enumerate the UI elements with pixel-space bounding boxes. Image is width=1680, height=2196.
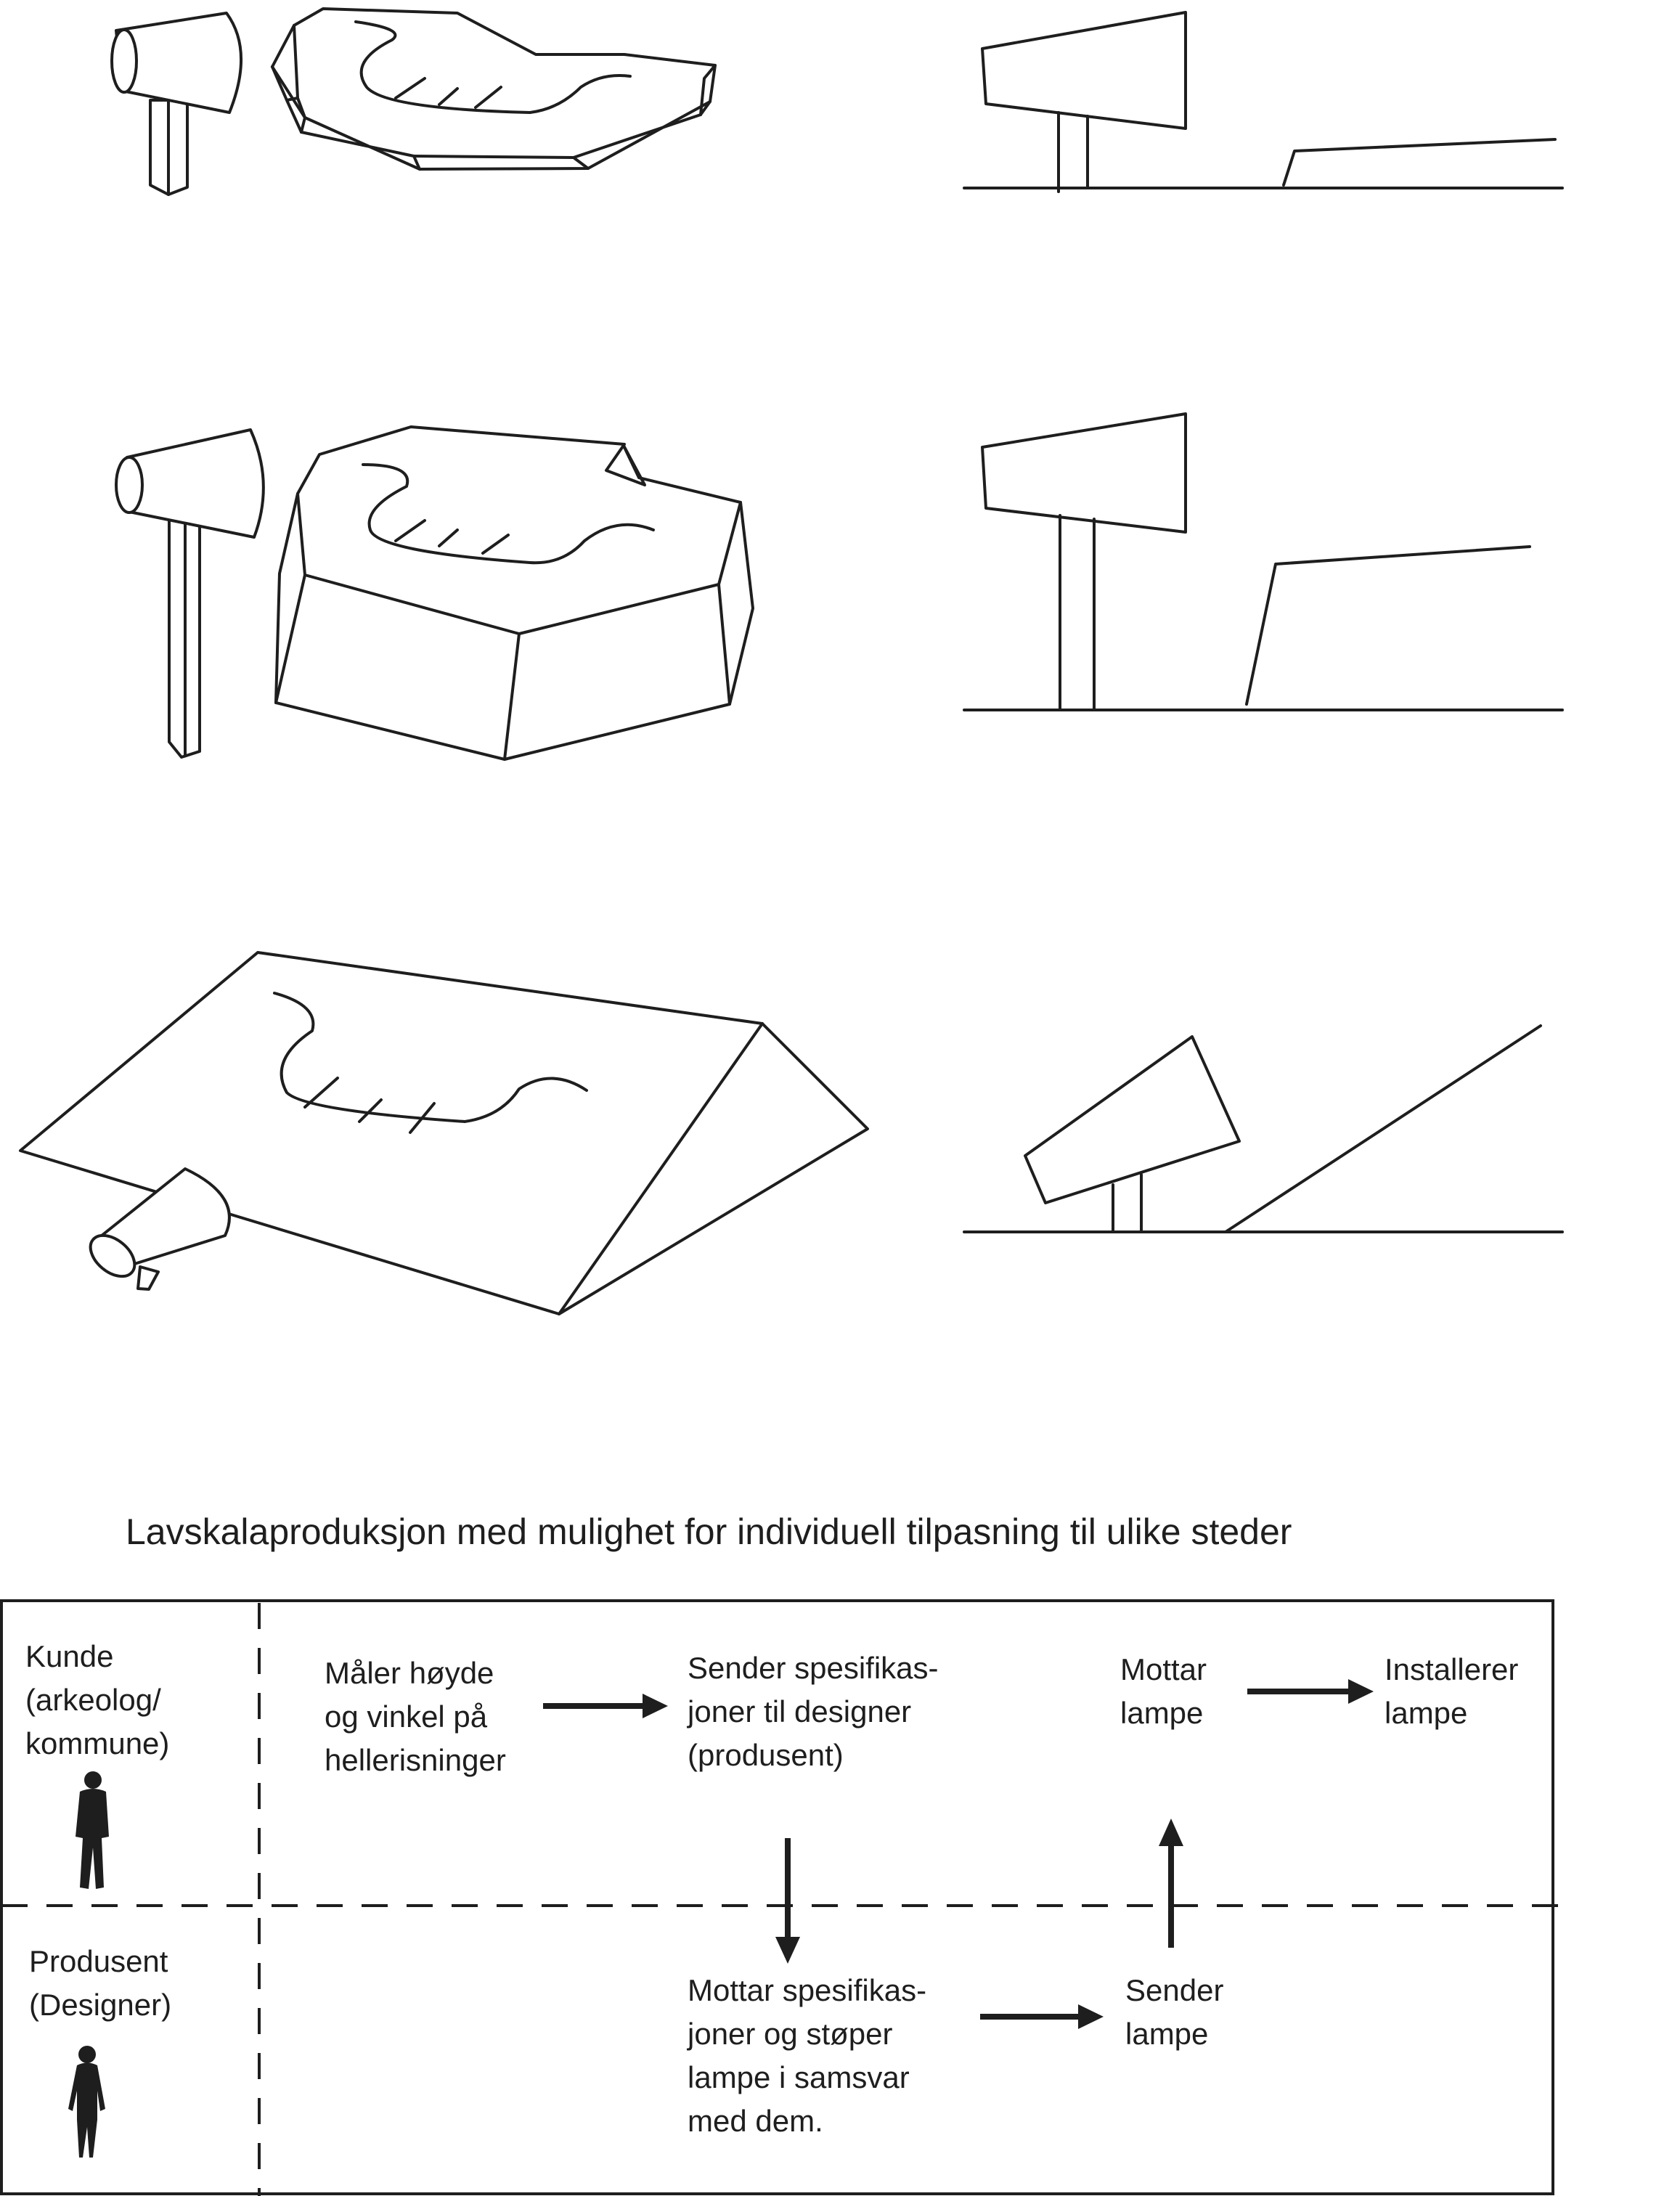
arrow-receive-specs-to-send-lamp xyxy=(980,2004,1104,2029)
step-measure: Måler høyde og vinkel på hellerisninger xyxy=(325,1656,506,1777)
lamp-icon xyxy=(115,428,265,759)
sloped-rock xyxy=(19,951,869,1315)
process-frame xyxy=(0,1599,1554,2195)
tall-rock-block xyxy=(274,425,754,761)
step-receive-specs-cast: Mottar spesifikas- joner og støper lampe… xyxy=(688,1973,927,2138)
lane-label-producer: Produsent (Designer) xyxy=(29,1944,172,2022)
lamp-icon xyxy=(89,1167,231,1291)
step-send-specs: Sender spesifikas- joner til designer (p… xyxy=(688,1651,939,1772)
arrow-send-specs-down xyxy=(775,1838,800,1964)
side-view-medium xyxy=(963,412,1564,711)
flat-rock-slab xyxy=(271,7,717,171)
diagram-title: Lavskalaproduksjon med mulighet for indi… xyxy=(126,1511,1292,1552)
lane-label-customer: Kunde (arkeolog/ kommune) xyxy=(25,1639,170,1760)
arrow-measure-to-send xyxy=(543,1694,668,1718)
producer-person-icon xyxy=(68,2046,105,2158)
arrow-receive-to-install xyxy=(1247,1679,1374,1704)
step-install-lamp: Installerer lampe xyxy=(1385,1652,1519,1730)
arrow-send-lamp-up xyxy=(1159,1819,1183,1948)
step-send-lamp: Sender lampe xyxy=(1125,1973,1224,2051)
customer-person-icon xyxy=(76,1771,109,1889)
side-view-steep xyxy=(963,1024,1564,1233)
side-view-low xyxy=(963,11,1564,193)
lamp-icon xyxy=(110,12,243,196)
step-receive-lamp: Mottar lampe xyxy=(1120,1652,1207,1730)
